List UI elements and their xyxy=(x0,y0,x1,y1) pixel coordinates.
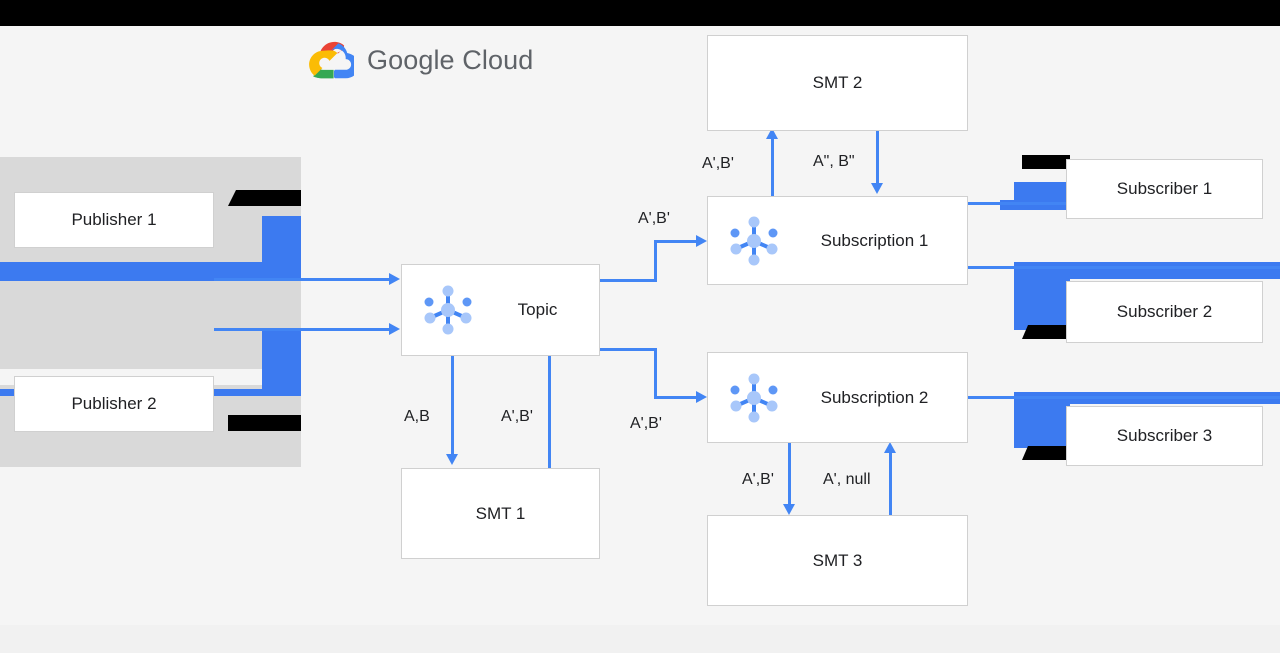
pubsub-subscription-icon xyxy=(730,216,778,265)
google-cloud-wordmark: Google Cloud xyxy=(367,45,533,76)
edge-sub2-to-subscriber3 xyxy=(967,396,1280,399)
artifact-black-right-sub3 xyxy=(1022,446,1070,460)
google-cloud-logo-icon xyxy=(309,41,354,79)
artifact-blue-right-sub1-tail xyxy=(1000,200,1070,210)
node-smt-1[interactable]: SMT 1 xyxy=(401,468,600,559)
edge-label-sub2-to-smt3: A',B' xyxy=(742,471,774,488)
node-subscription-2-label: Subscription 2 xyxy=(820,387,929,407)
arrowhead-publisher2-to-topic xyxy=(389,323,400,335)
arrowhead-sub2-to-smt3 xyxy=(783,504,795,515)
edge-sub2-to-smt3 xyxy=(788,442,791,504)
artifact-blue-right-sub2-block xyxy=(1014,262,1070,330)
edge-topic-to-sub1-v xyxy=(654,240,657,282)
node-smt-3[interactable]: SMT 3 xyxy=(707,515,968,606)
node-publisher-1-label: Publisher 1 xyxy=(71,210,157,229)
node-subscriber-3[interactable]: Subscriber 3 xyxy=(1066,406,1263,466)
edge-sub1-to-subscriber2 xyxy=(967,266,1280,269)
edge-topic-to-sub1-h1 xyxy=(600,279,657,282)
arrowhead-smt2-to-sub1 xyxy=(871,183,883,194)
edge-smt2-to-sub1 xyxy=(876,130,879,183)
node-smt-2-label: SMT 2 xyxy=(812,73,863,92)
node-smt-2[interactable]: SMT 2 xyxy=(707,35,968,131)
node-publisher-2[interactable]: Publisher 2 xyxy=(14,376,214,432)
pubsub-topic-icon xyxy=(424,285,472,335)
node-subscriber-1-label: Subscriber 1 xyxy=(1116,179,1213,198)
pubsub-subscription-icon xyxy=(730,373,778,422)
edge-topic-to-smt1 xyxy=(451,356,454,454)
arrowhead-smt3-to-sub2 xyxy=(884,442,896,453)
arrowhead-topic-to-sub2 xyxy=(696,391,707,403)
node-smt-3-label: SMT 3 xyxy=(812,550,863,570)
bg-band-left-mid xyxy=(0,281,301,369)
node-subscriber-1[interactable]: Subscriber 1 xyxy=(1066,159,1263,219)
node-subscription-1[interactable]: Subscription 1 xyxy=(707,196,968,285)
edge-publisher1-to-topic xyxy=(214,278,389,281)
brand-word-cloud: Cloud xyxy=(462,44,534,75)
brand-word-google: Google xyxy=(367,44,455,75)
artifact-blue-left-bar-upper xyxy=(0,262,301,281)
node-publisher-1[interactable]: Publisher 1 xyxy=(14,192,214,248)
bottom-band xyxy=(0,625,1280,653)
edge-publisher2-to-topic xyxy=(214,328,389,331)
node-subscriber-2-label: Subscriber 2 xyxy=(1116,302,1213,321)
artifact-blue-left-block-lower xyxy=(262,330,301,396)
artifact-black-left-lower xyxy=(228,415,301,431)
arrowhead-topic-to-sub1 xyxy=(696,235,707,247)
edge-label-smt1-to-topic: A',B' xyxy=(501,408,533,425)
node-subscriber-3-label: Subscriber 3 xyxy=(1116,426,1213,445)
artifact-black-right-sub2 xyxy=(1022,325,1070,339)
edge-smt1-to-topic xyxy=(548,279,551,469)
edge-label-smt3-to-sub2: A', null xyxy=(823,471,871,488)
node-topic-label: Topic xyxy=(517,300,558,319)
edge-label-topic-to-sub1: A',B' xyxy=(638,210,670,227)
edge-topic-to-sub1-h2 xyxy=(654,240,697,243)
edge-topic-to-sub2-v xyxy=(654,348,657,397)
node-subscription-1-label: Subscription 1 xyxy=(820,230,929,250)
edge-label-smt2-to-sub1: A", B" xyxy=(813,153,855,170)
edge-topic-to-sub2-h2 xyxy=(654,396,697,399)
artifact-blue-right-sub3-block xyxy=(1014,392,1070,448)
arrowhead-topic-to-smt1 xyxy=(446,454,458,465)
arrowhead-sub1-to-smt2 xyxy=(766,128,778,139)
edge-label-topic-to-sub2: A',B' xyxy=(630,415,662,432)
edge-topic-to-sub2-h1 xyxy=(600,348,657,351)
arrowhead-publisher1-to-topic xyxy=(389,273,400,285)
edge-smt3-to-sub2 xyxy=(889,452,892,518)
node-subscription-2[interactable]: Subscription 2 xyxy=(707,352,968,443)
artifact-black-right-sub1 xyxy=(1022,155,1070,169)
edge-label-topic-to-smt1: A,B xyxy=(404,408,430,425)
top-black-bar xyxy=(0,0,1280,26)
node-subscriber-2[interactable]: Subscriber 2 xyxy=(1066,281,1263,343)
node-smt-1-label: SMT 1 xyxy=(475,503,526,523)
google-cloud-brand: Google Cloud xyxy=(308,40,533,80)
node-topic[interactable]: Topic xyxy=(401,264,600,356)
artifact-black-left-upper xyxy=(228,190,301,206)
edge-sub1-to-smt2 xyxy=(771,138,774,198)
edge-sub1-to-subscriber1 xyxy=(967,202,1077,205)
node-publisher-2-label: Publisher 2 xyxy=(71,394,157,413)
edge-label-sub1-to-smt2: A',B' xyxy=(702,155,734,172)
